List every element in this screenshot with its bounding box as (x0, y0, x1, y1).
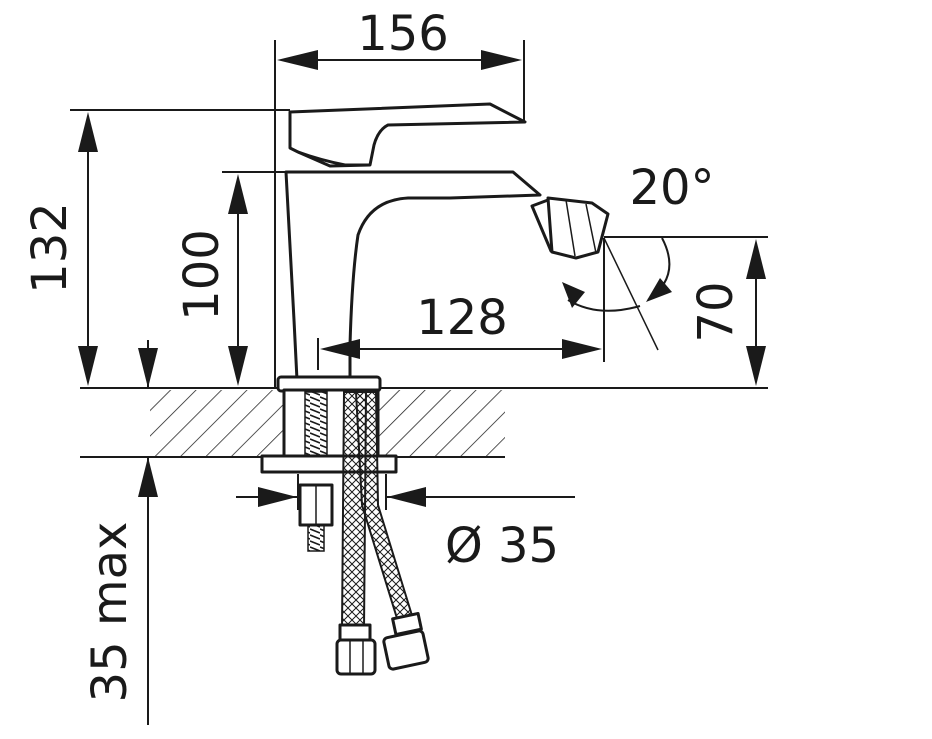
hose-nut-left (335, 638, 377, 676)
fixing-assembly (260, 388, 430, 676)
label-20-degrees: 20° (629, 160, 714, 216)
label-100: 100 (174, 229, 230, 321)
dimension-height-100: 100 (174, 171, 286, 386)
threaded-rod-upper (304, 391, 328, 457)
deck-section (80, 387, 768, 458)
label-70: 70 (688, 281, 744, 342)
lever-underside (297, 150, 370, 167)
threaded-rod-lower (307, 524, 325, 552)
hose-nut-right (382, 629, 430, 671)
label-156: 156 (357, 6, 449, 62)
dimension-height-70: 70 (604, 236, 768, 386)
label-128: 128 (416, 290, 508, 346)
label-132: 132 (22, 202, 78, 294)
spout-column (284, 170, 542, 382)
label-diameter-35: Ø 35 (445, 518, 559, 574)
bidet-nozzle (530, 196, 610, 260)
flexible-hoses (335, 391, 430, 676)
dimension-height-132: 132 (22, 109, 290, 386)
mixer-body (276, 102, 610, 393)
dimension-diameter-35: Ø 35 (236, 474, 575, 574)
dimension-max-35: 35 max (82, 340, 158, 725)
dimension-width-156: 156 (274, 6, 525, 388)
dimension-angle-20: 20° (562, 160, 715, 351)
label-35-max: 35 max (82, 522, 138, 703)
lever-handle (288, 102, 527, 168)
dimension-reach-128: 128 (317, 238, 605, 370)
